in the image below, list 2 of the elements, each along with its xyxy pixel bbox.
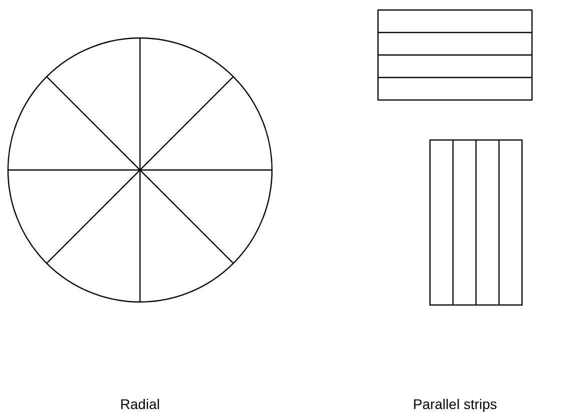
pattern-caption: Radial [120, 396, 160, 412]
pattern-caption: Parallel strips [412, 396, 498, 412]
